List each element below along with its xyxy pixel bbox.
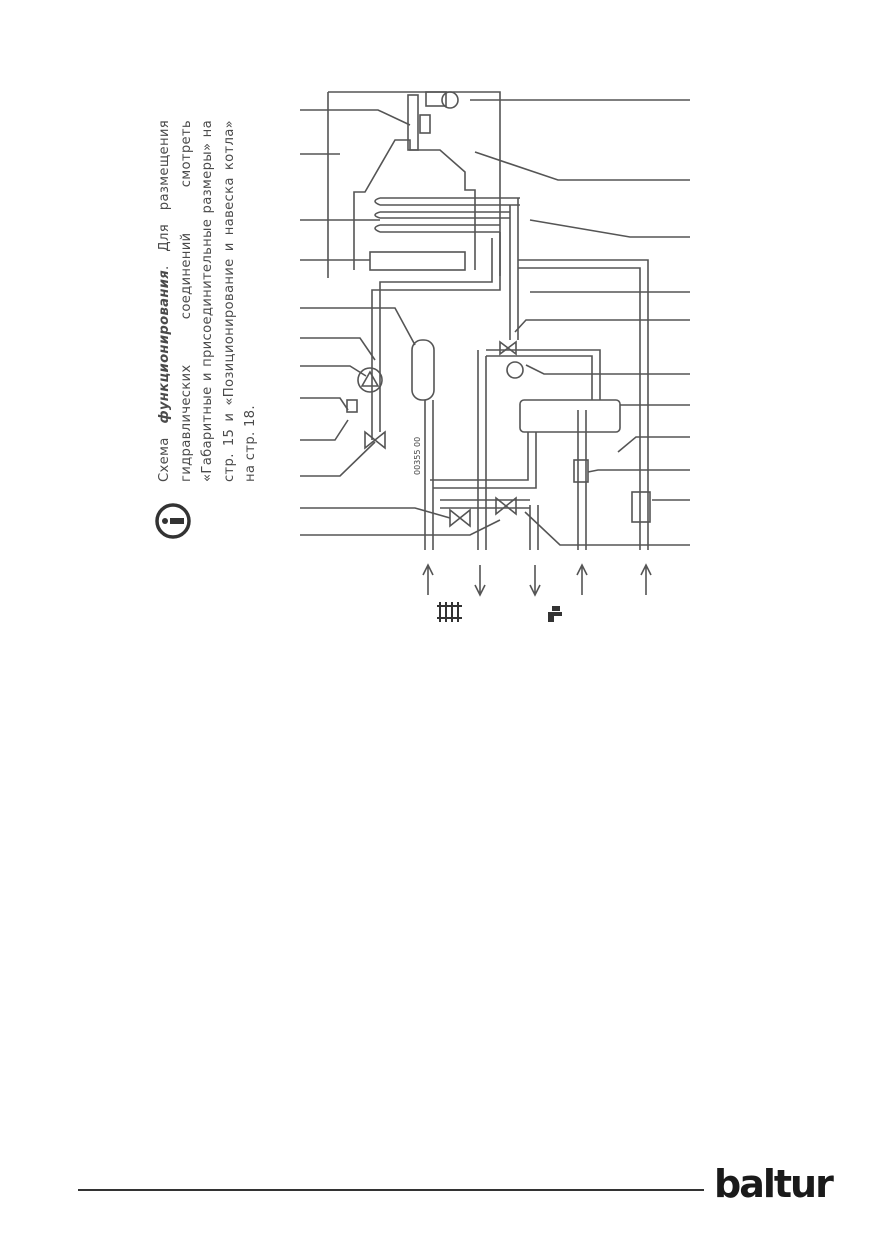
baltur-logo: baltur — [714, 1162, 834, 1206]
info-note: Схема функционирования. Для размещения г… — [154, 120, 574, 539]
gas-valve — [631, 491, 651, 523]
pump — [357, 367, 383, 393]
footer-rule — [78, 1189, 704, 1191]
note-bold-term: функционирования — [157, 269, 172, 424]
heat-exchanger — [374, 197, 520, 206]
burner — [369, 251, 466, 271]
hydraulic-diagram: 00355 00 — [300, 91, 690, 622]
diagram-code: 00355 00 — [413, 437, 422, 475]
note-text: Схема функционирования. Для размещения г… — [157, 120, 258, 482]
info-icon — [155, 503, 191, 539]
gas-pipe — [518, 259, 649, 550]
plate-exchanger — [519, 399, 621, 433]
tap-icon — [548, 606, 562, 622]
expansion-vessel — [411, 339, 435, 401]
fan-unit — [407, 94, 419, 151]
boiler-casing — [327, 91, 501, 278]
radiator-icon — [437, 602, 462, 622]
flow-pipe — [509, 198, 519, 340]
heating-flow-pipe — [424, 400, 434, 550]
three-way-valve — [499, 340, 517, 356]
heating-return-pipe — [477, 350, 487, 550]
